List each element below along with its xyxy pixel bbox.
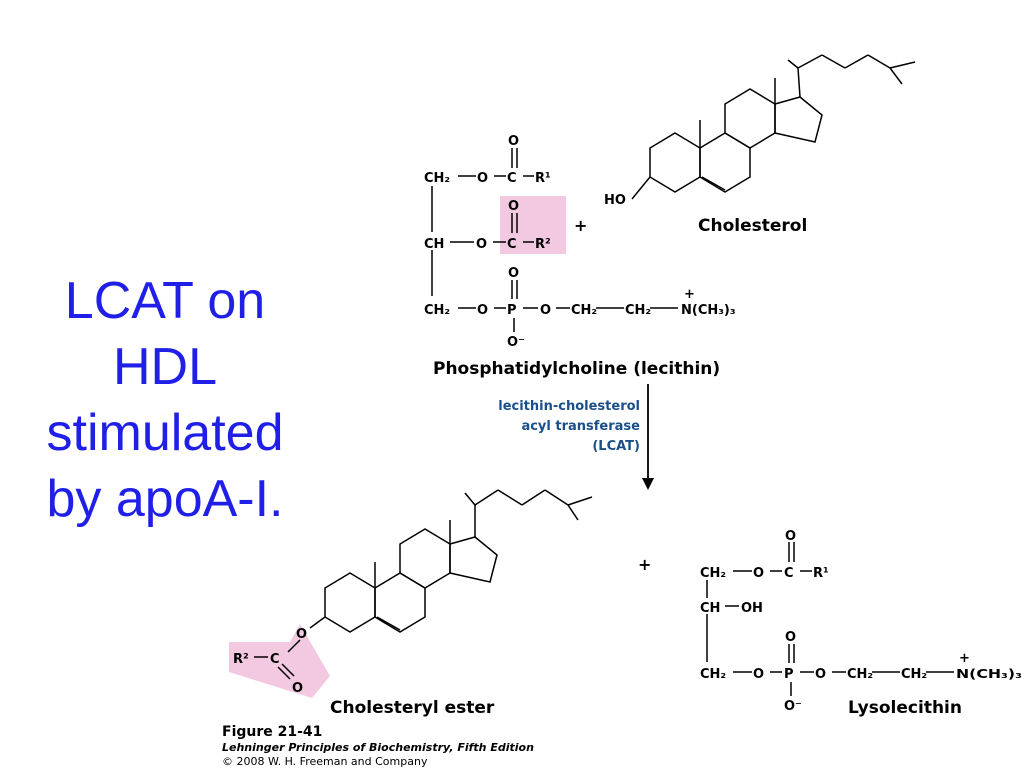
lyso-r1: R¹ xyxy=(813,566,829,581)
lecithin-p: P xyxy=(507,303,517,318)
lecithin-n-charge: + xyxy=(684,287,695,302)
lecithin-ch2-b: CH₂ xyxy=(625,303,651,318)
lysolecithin-name: Lysolecithin xyxy=(848,698,962,718)
cholesterol-name: Cholesterol xyxy=(698,216,807,236)
lyso-choline-n: N(CH₃)₃ xyxy=(956,667,1022,681)
lecithin-ch: CH xyxy=(424,237,444,252)
phosphatidylcholine-structure: CH₂ O C O R¹ CH O C O R² CH₂ O P O O⁻ O … xyxy=(424,134,736,379)
enzyme-line-1: lecithin-cholesterol xyxy=(498,399,640,414)
reaction-arrow xyxy=(642,384,654,490)
title-line-2: HDL xyxy=(112,338,218,396)
slide-title: LCAT on HDL stimulated by apoA-I. xyxy=(20,268,310,532)
lecithin-phosphate-o-bottom: O⁻ xyxy=(507,335,525,350)
lysolecithin-structure: CH₂ O C O R¹ CH OH CH₂ O P O O⁻ O CH₂ CH… xyxy=(700,529,1022,718)
lyso-ch: CH xyxy=(700,601,720,616)
lecithin-phosphate-o-top: O xyxy=(508,266,519,281)
lecithin-o-2: O xyxy=(476,237,487,252)
lyso-p: P xyxy=(784,667,794,682)
lecithin-choline-n: N(CH₃)₃ xyxy=(681,303,736,318)
lecithin-carbonyl-o-1: O xyxy=(508,134,519,149)
lecithin-c-2: C xyxy=(507,237,517,252)
ester-c: C xyxy=(270,652,280,667)
ester-r2: R² xyxy=(233,652,249,667)
lecithin-carbonyl-o-2: O xyxy=(508,199,519,214)
lyso-o-3: O xyxy=(753,667,764,682)
lecithin-c-1: C xyxy=(507,171,517,186)
enzyme-line-2: acyl transferase xyxy=(521,419,640,434)
enzyme-line-3: (LCAT) xyxy=(592,439,640,454)
lyso-ch2-top: CH₂ xyxy=(700,566,726,581)
lyso-o-4: O xyxy=(815,667,826,682)
plus-sign-2: + xyxy=(638,555,651,574)
lecithin-ch2-top: CH₂ xyxy=(424,171,450,186)
cholesterol-ho: HO xyxy=(604,193,626,208)
lyso-ch2-bottom: CH₂ xyxy=(700,667,726,682)
cholesteryl-ester-name: Cholesteryl ester xyxy=(330,698,495,718)
ester-o-carbonyl: O xyxy=(292,681,303,696)
lyso-phosphate-o-bottom: O⁻ xyxy=(784,699,802,714)
figure-caption: Figure 21-41 Lehninger Principles of Bio… xyxy=(222,724,562,768)
lyso-n-charge: + xyxy=(959,651,970,666)
lecithin-o-3: O xyxy=(477,303,488,318)
caption-copyright: © 2008 W. H. Freeman and Company xyxy=(222,755,428,768)
lyso-phosphate-o-top: O xyxy=(785,630,796,645)
cholesterol-structure: HO Cholesterol xyxy=(604,54,916,236)
lecithin-o-1: O xyxy=(477,171,488,186)
lyso-ch2-a: CH₂ xyxy=(847,667,873,682)
caption-figure-number: Figure 21-41 xyxy=(222,724,323,740)
lecithin-o-4: O xyxy=(540,303,551,318)
acyl-highlight-reactant xyxy=(500,196,566,254)
acyl-highlight-product xyxy=(229,624,330,698)
lyso-carbonyl-o: O xyxy=(785,529,796,544)
lecithin-ch2-bottom: CH₂ xyxy=(424,303,450,318)
ester-o-link: O xyxy=(296,627,307,642)
lyso-ch2-b: CH₂ xyxy=(901,667,927,682)
lecithin-ch2-a: CH₂ xyxy=(571,303,597,318)
plus-sign-1: + xyxy=(574,216,587,235)
lyso-oh: OH xyxy=(741,601,763,616)
lyso-c-1: C xyxy=(784,566,794,581)
lecithin-r1: R¹ xyxy=(535,171,551,186)
title-line-3: stimulated xyxy=(46,404,284,462)
title-line-4: by apoA-I. xyxy=(46,470,284,528)
lecithin-name: Phosphatidylcholine (lecithin) xyxy=(433,359,720,379)
caption-book-title: Lehninger Principles of Biochemistry, Fi… xyxy=(222,741,534,754)
lecithin-r2: R² xyxy=(535,237,551,252)
title-line-1: LCAT on xyxy=(64,272,266,330)
lyso-o-1: O xyxy=(753,566,764,581)
cholesteryl-ester-structure: O C R² O Cholesteryl ester xyxy=(229,489,593,718)
